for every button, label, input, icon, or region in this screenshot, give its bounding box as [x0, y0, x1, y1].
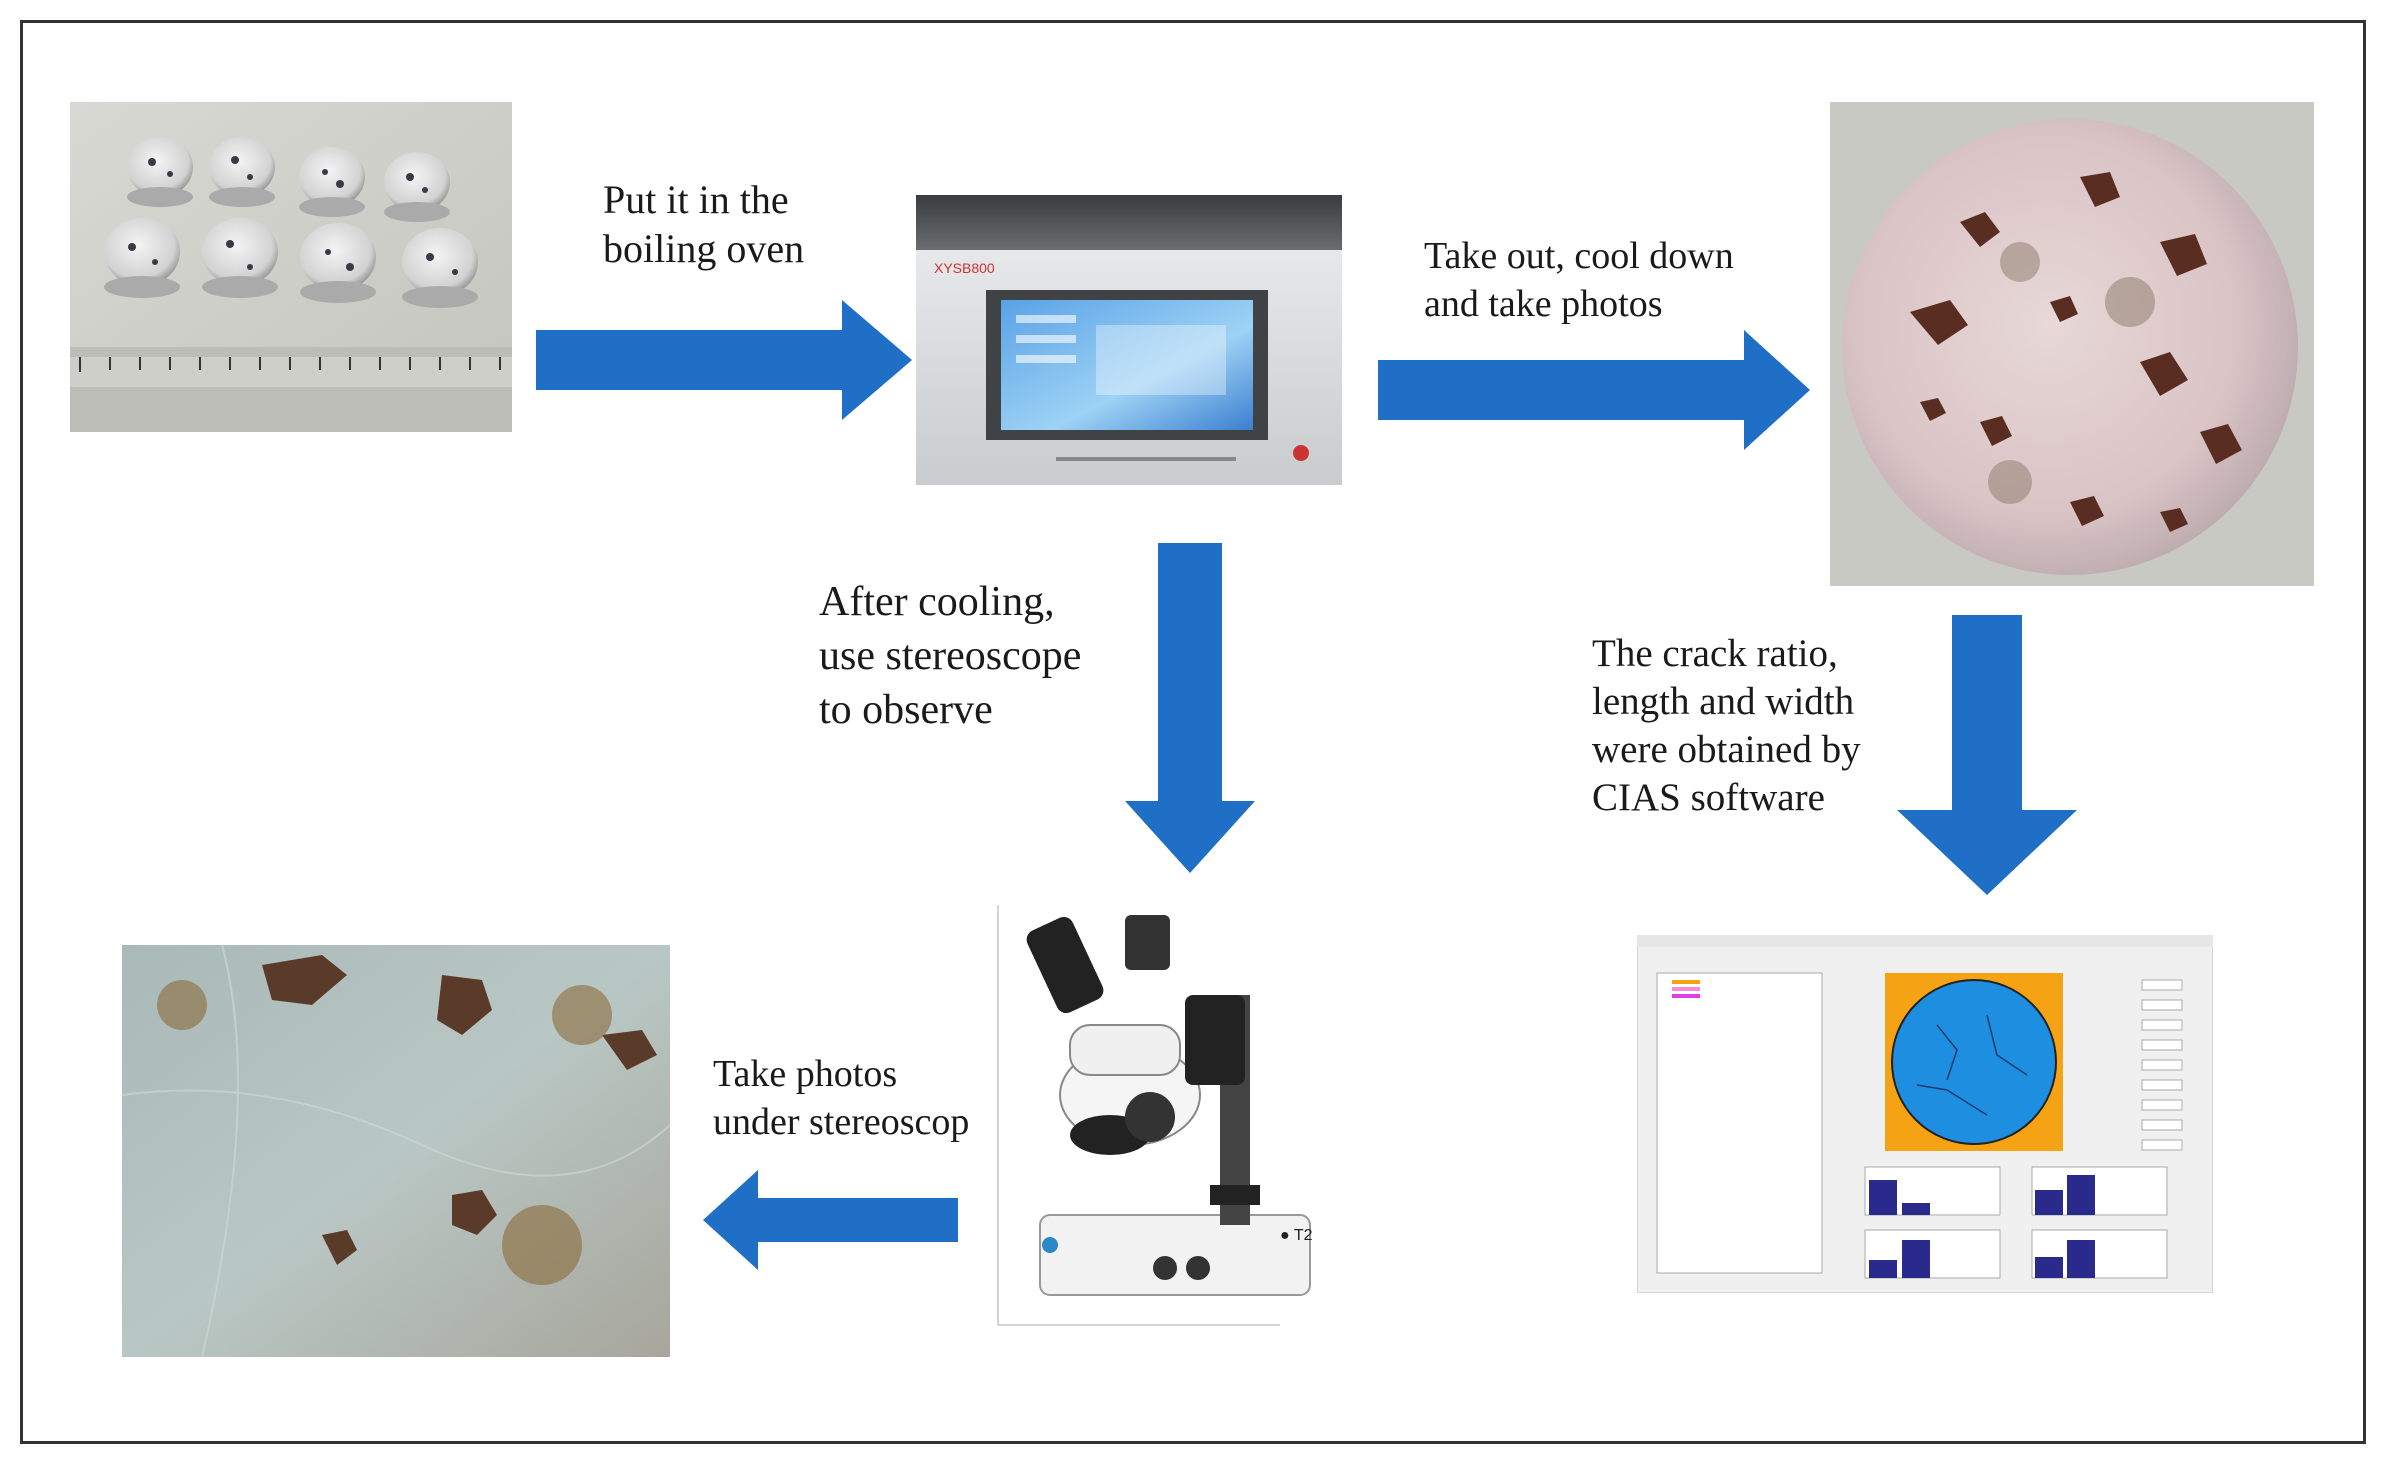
- label-photos-stereoscope: Take photos under stereoscop: [713, 1053, 970, 1143]
- label-cool-down: Take out, cool down and take photos: [1424, 235, 1734, 325]
- svg-text:● T2: ● T2: [1280, 1227, 1313, 1244]
- microscope-image: [122, 945, 670, 1357]
- label-boiling-oven: Put it in the boiling oven: [603, 177, 805, 271]
- rock-sample-top-photo: [1830, 102, 2314, 586]
- arrow-down-1: [1125, 543, 1255, 873]
- arrow-left-1: [703, 1170, 958, 1270]
- rock-samples-photo: [70, 102, 512, 432]
- cias-software-screenshot: [1637, 935, 2213, 1293]
- arrow-down-2: [1897, 615, 2077, 895]
- stereoscope-photo: ● T2: [980, 885, 1380, 1355]
- label-cias-software: The crack ratio, length and width were o…: [1592, 632, 1861, 819]
- svg-text:XYSB800: XYSB800: [934, 260, 995, 276]
- boiling-oven-photo: XYSB800: [916, 195, 1342, 485]
- label-stereoscope-observe: After cooling, use stereoscope to observ…: [819, 579, 1082, 733]
- arrow-right-2: [1378, 330, 1810, 450]
- arrow-right-1: [536, 300, 912, 420]
